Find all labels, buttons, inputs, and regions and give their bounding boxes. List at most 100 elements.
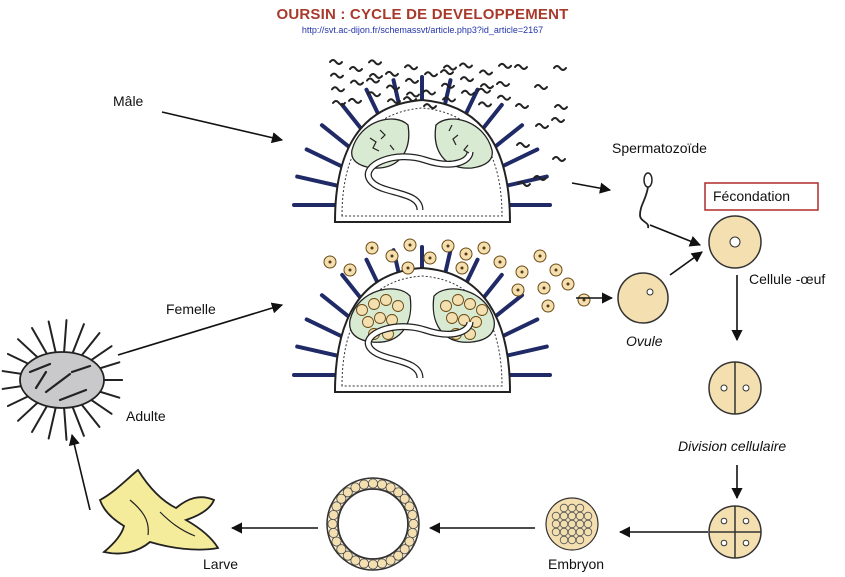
label-spermatozoid: Spermatozoïde: [612, 140, 707, 156]
morula-cell: [560, 520, 568, 528]
morula-cell: [552, 512, 560, 520]
sperm-mark: [351, 81, 363, 85]
sperm-mark: [442, 84, 454, 88]
sperm-mark: [478, 89, 490, 93]
spermatozoid: [640, 173, 652, 228]
sperm-mark: [406, 79, 418, 83]
sperm-mark: [441, 70, 453, 74]
adult-urchin: [3, 320, 122, 440]
released-egg-nucleus: [583, 299, 586, 302]
sperm-mark: [367, 79, 379, 83]
blastula-cell: [377, 480, 386, 489]
released-egg-nucleus: [539, 255, 542, 258]
blastula-cell: [405, 502, 414, 511]
sperm-mark: [350, 67, 362, 71]
blastula-cell: [332, 537, 341, 546]
morula-cell: [560, 528, 568, 536]
released-egg-nucleus: [517, 289, 520, 292]
released-egg-nucleus: [371, 247, 374, 250]
gonad-egg: [477, 305, 488, 316]
released-egg-nucleus: [543, 287, 546, 290]
morula-cell: [576, 512, 584, 520]
blastula-cell: [329, 510, 338, 519]
sperm-mark: [460, 64, 472, 68]
sperm-mark: [369, 60, 381, 64]
sperm-mark: [386, 72, 398, 76]
released-egg-nucleus: [465, 253, 468, 256]
released-egg-nucleus: [407, 267, 410, 270]
female-urchin-section: [294, 247, 550, 392]
sperm-mark: [479, 102, 491, 106]
sperm-mark: [536, 124, 548, 128]
gonad-egg: [447, 313, 458, 324]
sperm-mark: [461, 77, 473, 81]
arrow-male-to-urchin: [162, 112, 282, 140]
morula-cell: [560, 536, 568, 544]
morula-cell: [576, 504, 584, 512]
released-egg-nucleus: [483, 247, 486, 250]
sperm-mark: [407, 93, 419, 97]
morula-cell: [576, 536, 584, 544]
sperm-mark: [498, 96, 510, 100]
gonad-egg: [453, 295, 464, 306]
sperm-mark: [555, 105, 567, 109]
sperm-mark: [462, 91, 474, 95]
arrow-sperm-release: [572, 183, 610, 190]
sperm-mark: [404, 97, 416, 101]
blastula-cell: [386, 556, 395, 565]
source-url[interactable]: http://svt.ac-dijon.fr/schemassvt/articl…: [0, 25, 845, 35]
released-egg-nucleus: [429, 257, 432, 260]
label-adult: Adulte: [126, 408, 166, 424]
morula-cell: [576, 520, 584, 528]
label-larva: Larve: [203, 556, 238, 572]
two-cell-stage: [709, 362, 761, 414]
sperm-mark: [405, 65, 417, 69]
larva: [100, 470, 218, 554]
gonad-egg: [369, 299, 380, 310]
page-title: OURSIN : CYCLE DE DEVELOPPEMENT: [0, 6, 845, 23]
released-egg-nucleus: [567, 283, 570, 286]
released-egg-nucleus: [521, 271, 524, 274]
sperm-mark: [535, 85, 547, 89]
sperm-mark: [481, 84, 493, 88]
sperm-mark: [515, 65, 527, 69]
blastula-cell: [377, 559, 386, 568]
released-egg-nucleus: [447, 245, 450, 248]
sperm-mark: [423, 90, 435, 94]
label-fecondation: Fécondation: [713, 188, 790, 204]
gonad-egg: [393, 301, 404, 312]
morula-cell: [568, 520, 576, 528]
sperm-mark: [516, 104, 528, 108]
morula-cell: [560, 512, 568, 520]
label-male: Mâle: [113, 93, 143, 109]
morula-cell: [576, 528, 584, 536]
sperm-mark: [425, 72, 437, 76]
sperm-mark: [330, 60, 342, 64]
morula-cell: [568, 504, 576, 512]
released-egg-nucleus: [461, 267, 464, 270]
blastula-cell: [351, 483, 360, 492]
gonad-egg: [441, 301, 452, 312]
morula-cell: [584, 520, 592, 528]
gonad-egg: [363, 317, 374, 328]
blastula-cell: [408, 510, 417, 519]
released-egg-nucleus: [555, 269, 558, 272]
label-female: Femelle: [166, 301, 216, 317]
released-egg-nucleus: [547, 305, 550, 308]
morula-cell: [584, 528, 592, 536]
released-egg-nucleus: [499, 261, 502, 264]
released-egg-nucleus: [329, 261, 332, 264]
four-cell-stage: [709, 506, 761, 558]
morula-cell: [560, 504, 568, 512]
arrow-larva-to-adult: [72, 435, 90, 510]
blastula-cell: [368, 560, 377, 569]
sperm-mark: [349, 99, 361, 103]
gonad-egg: [381, 295, 392, 306]
gonad-egg: [357, 305, 368, 316]
morula-cell: [552, 528, 560, 536]
sperm-mark: [554, 66, 566, 70]
morula-cell: [568, 512, 576, 520]
arrow-sperm-to-zygote: [650, 225, 700, 245]
morula-cell: [552, 520, 560, 528]
